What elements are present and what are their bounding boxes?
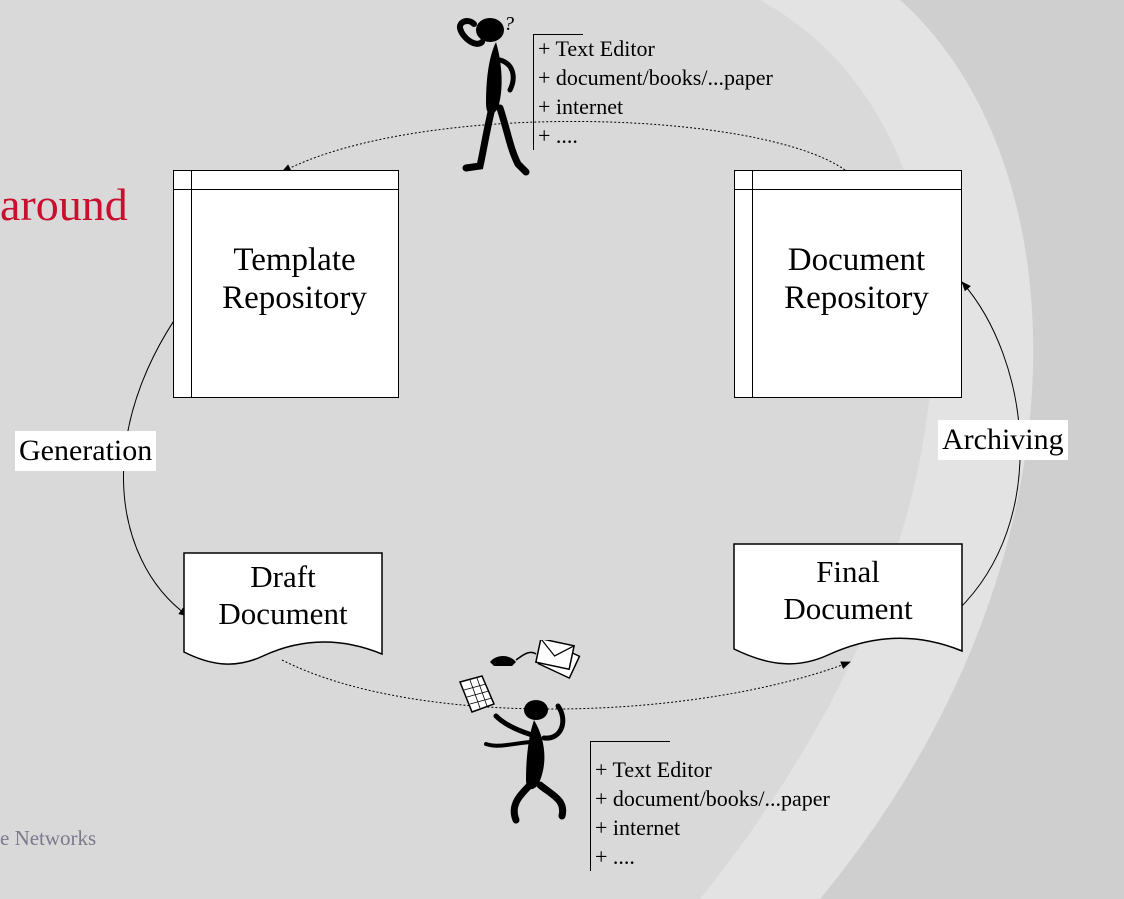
phone-icon xyxy=(490,656,516,666)
keyboard-icon xyxy=(458,675,496,713)
template-repository: Template Repository xyxy=(173,170,399,398)
top-tool-item: + Text Editor xyxy=(538,36,655,61)
bottom-tool-item: + .... xyxy=(595,844,635,869)
bottom-tool-item: + internet xyxy=(595,815,681,840)
generation-label: Generation xyxy=(15,431,157,471)
draft-document-line1: Draft xyxy=(250,559,316,594)
footer-fragment: e Networks xyxy=(0,826,97,850)
top-tool-list: + Text Editor + document/books/...paper … xyxy=(533,34,853,150)
juggling-person-icon xyxy=(458,640,581,824)
document-repository-line1: Document xyxy=(787,242,926,278)
slide-title-fragment: around xyxy=(0,179,128,230)
bottom-tool-item: + Text Editor xyxy=(595,757,712,782)
top-tool-item: + document/books/...paper xyxy=(538,65,773,90)
template-repository-line2: Repository xyxy=(222,280,367,316)
draft-document-label: Draft Document xyxy=(183,558,383,632)
bottom-tool-item: + document/books/...paper xyxy=(595,786,830,811)
top-tool-item: + .... xyxy=(538,123,578,148)
top-tool-item: + internet xyxy=(538,94,624,119)
final-document-label: Final Document xyxy=(733,553,963,627)
bottom-tool-list: + Text Editor + document/books/...paper … xyxy=(590,741,930,871)
final-document-shape xyxy=(733,543,963,665)
envelopes-icon xyxy=(534,640,581,680)
question-mark: ? xyxy=(504,13,514,35)
final-document-line1: Final xyxy=(816,554,880,589)
final-document-line2: Document xyxy=(783,591,913,626)
document-repository-line2: Repository xyxy=(784,280,929,316)
draft-document-line2: Document xyxy=(218,596,348,631)
template-repository-line1: Template xyxy=(233,242,356,278)
document-repository: Document Repository xyxy=(734,170,962,398)
archiving-label: Archiving xyxy=(938,420,1068,460)
thinking-person-icon: ? xyxy=(456,13,530,176)
draft-document-shape xyxy=(183,552,383,665)
